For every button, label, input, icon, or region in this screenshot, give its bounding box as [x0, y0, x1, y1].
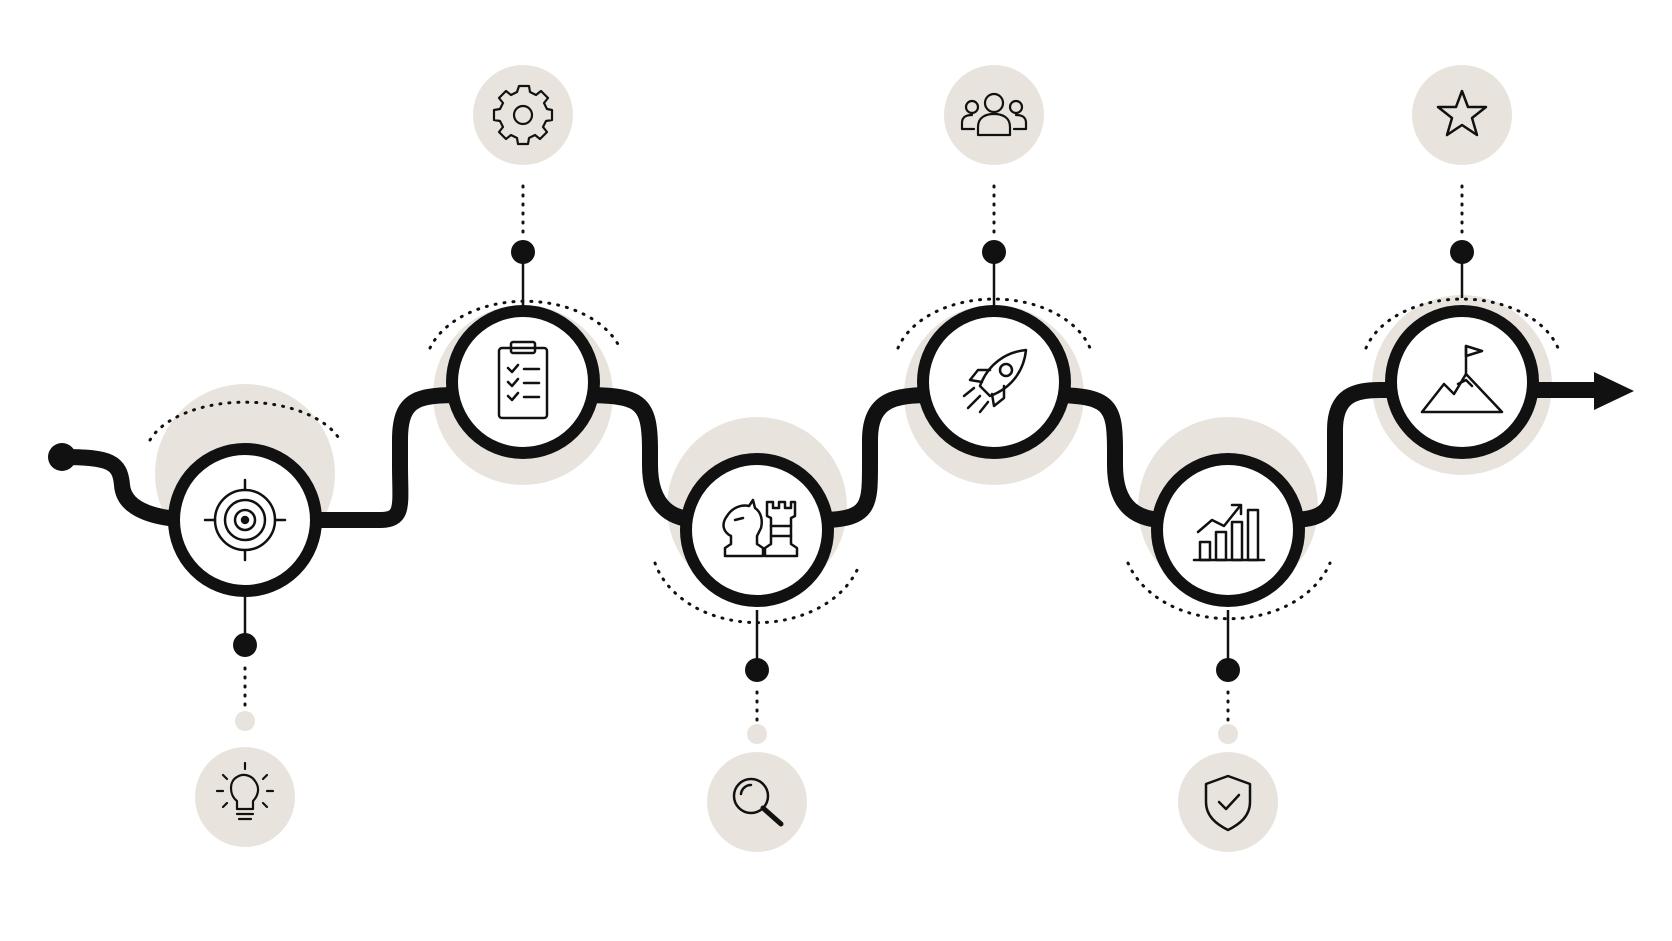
timeline-node-6: [1385, 305, 1539, 459]
satellite-6: [1412, 65, 1512, 165]
connector-dot: [1216, 658, 1240, 682]
dotted-arcs: [148, 297, 1560, 625]
connector-dot: [745, 658, 769, 682]
connector-ring: [1218, 724, 1238, 744]
arc-6: [1364, 297, 1560, 350]
shield-check-icon: [1204, 774, 1252, 832]
satellite-1: [195, 747, 295, 847]
satellite-3: [707, 752, 807, 852]
connector-ring: [235, 711, 255, 731]
timeline-node-1: [168, 443, 322, 597]
lightbulb-icon: [215, 761, 275, 821]
satellite-5: [1178, 752, 1278, 852]
rocket-icon: [962, 348, 1028, 414]
clipboard-icon: [497, 340, 549, 420]
timeline-node-5: [1151, 453, 1305, 607]
growth-chart-icon: [1192, 503, 1266, 562]
magnifier-icon: [732, 777, 784, 827]
satellite-2: [473, 65, 573, 165]
arc-4: [896, 297, 1092, 350]
timeline-node-3: [680, 453, 834, 607]
connector-ring: [747, 724, 767, 744]
connector-dot: [233, 633, 257, 657]
connectors: [233, 178, 1474, 744]
mountain-flag-icon: [1420, 344, 1504, 414]
timeline-node-2: [446, 305, 600, 459]
target-icon: [203, 478, 287, 562]
gear-icon: [492, 84, 554, 146]
chess-pieces-icon: [722, 498, 799, 558]
connector-dot: [1450, 240, 1474, 264]
team-icon: [960, 92, 1028, 137]
star-icon: [1436, 89, 1488, 137]
satellite-4: [944, 65, 1044, 165]
timeline-start-dot: [48, 443, 76, 471]
arc-2: [428, 299, 622, 350]
arrow-icon: [1594, 372, 1634, 410]
connector-dot: [511, 240, 535, 264]
timeline-node-4: [917, 305, 1071, 459]
connector-dot: [982, 240, 1006, 264]
